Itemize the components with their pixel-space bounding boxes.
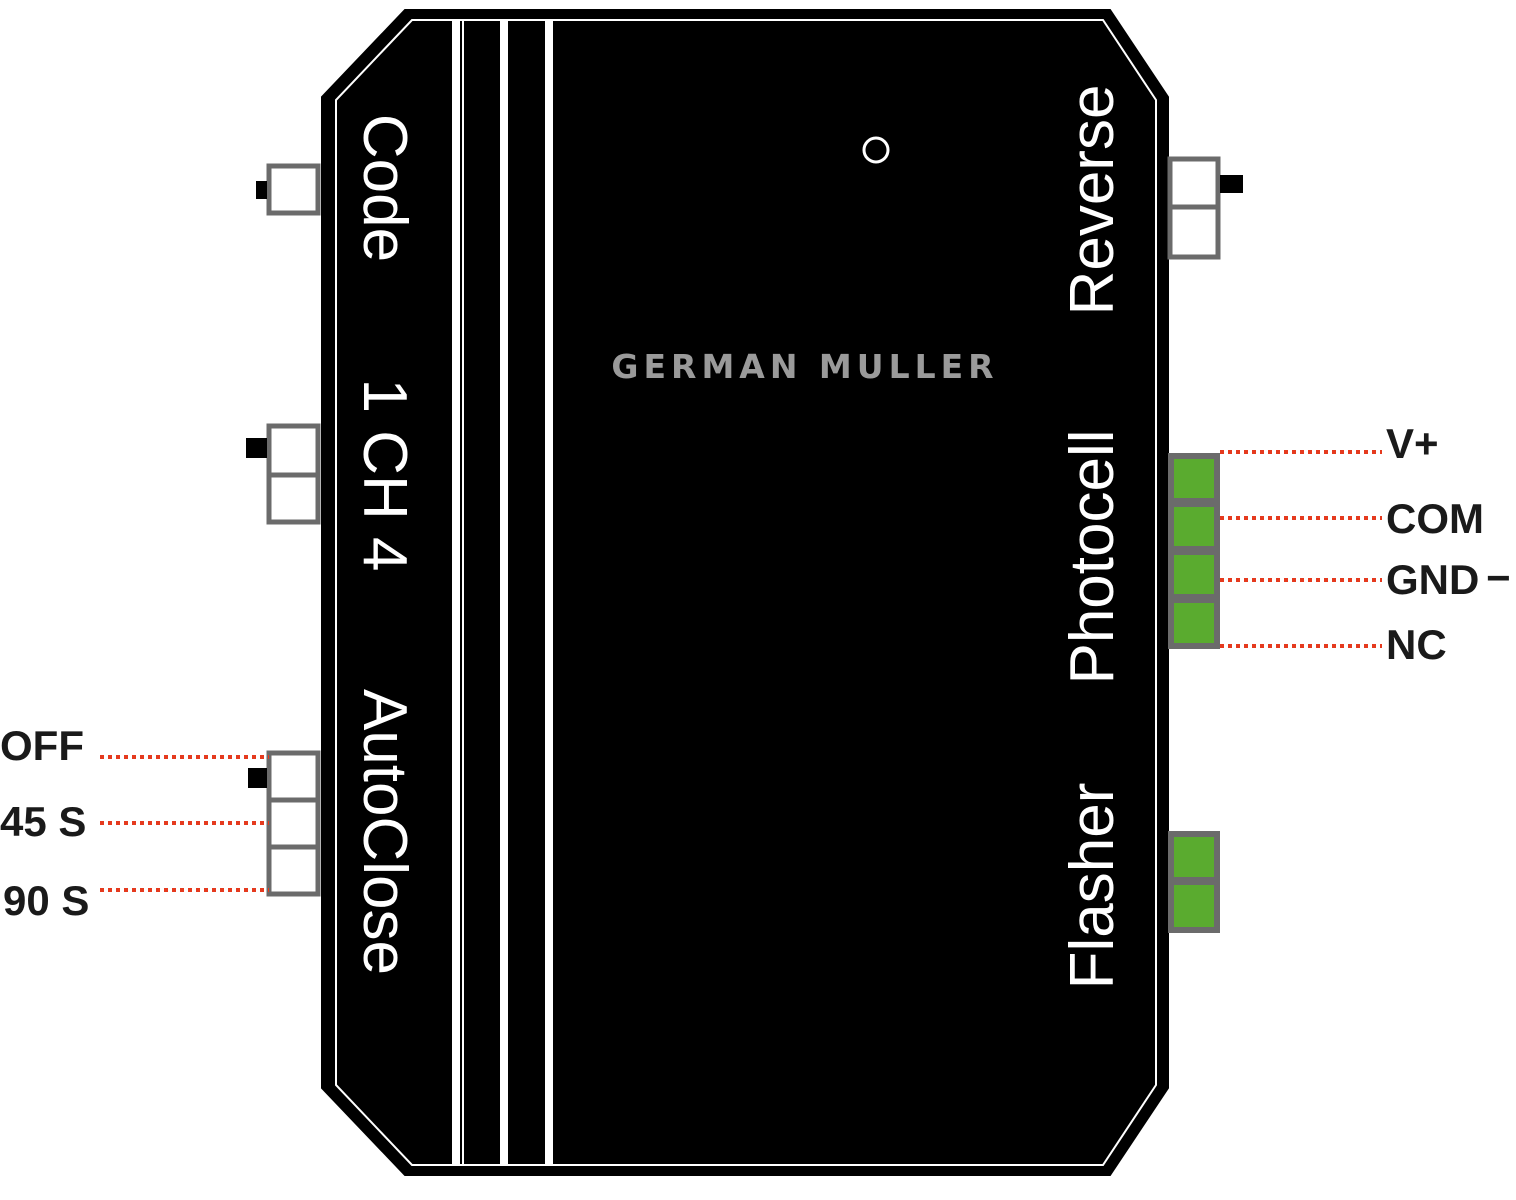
label-code: Code — [350, 114, 419, 262]
pin-label-nc: NC — [1386, 621, 1447, 668]
flasher-terminal[interactable] — [1168, 831, 1220, 933]
label-flasher: Flasher — [1058, 783, 1127, 990]
code-jumper[interactable] — [256, 163, 321, 216]
photocell-pin-gnd — [1174, 555, 1214, 594]
label-reverse: Reverse — [1058, 85, 1127, 316]
stripe-gap-1 — [462, 20, 464, 1165]
stripe-1 — [452, 20, 460, 1165]
stripe-3 — [545, 20, 553, 1165]
ch-jumper[interactable] — [246, 423, 321, 525]
code-jumper-cap — [256, 181, 267, 199]
autoclose-option-45s: 45 S — [0, 798, 86, 845]
pin-label-gnd: GND — [1386, 556, 1479, 603]
photocell-terminal[interactable] — [1168, 453, 1220, 649]
brand-name: GERMAN MULLER — [611, 347, 998, 386]
autoclose-jumper-cap — [248, 768, 267, 788]
led-indicator — [862, 136, 890, 164]
pin-label-com: COM — [1386, 495, 1484, 542]
gnd-minus-symbol: − — [1486, 554, 1511, 601]
flasher-pin-1 — [1174, 837, 1214, 877]
photocell-pin-vplus — [1174, 459, 1214, 498]
reverse-jumper-cap — [1220, 175, 1243, 193]
photocell-pin-com — [1174, 507, 1214, 546]
autoclose-jumper[interactable] — [248, 750, 321, 897]
reverse-jumper[interactable] — [1167, 156, 1243, 260]
photocell-pin-nc — [1174, 603, 1214, 643]
device-body — [321, 9, 1169, 1176]
flasher-pin-2 — [1174, 885, 1214, 927]
stripe-2 — [500, 20, 508, 1165]
pin-label-vplus: V+ — [1386, 420, 1439, 467]
label-photocell: Photocell — [1058, 429, 1127, 684]
label-ch: 1 CH 4 — [350, 379, 419, 572]
autoclose-option-90s: 90 S — [3, 877, 89, 924]
label-autoclose: AutoClose — [350, 689, 419, 975]
ch-jumper-cap — [246, 438, 267, 458]
autoclose-option-off: OFF — [0, 722, 84, 769]
device-inner-outline — [335, 19, 1157, 1166]
